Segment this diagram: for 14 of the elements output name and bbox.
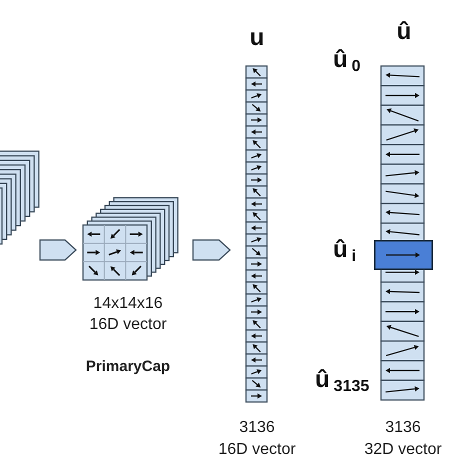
layer-name: PrimaryCap (84, 358, 172, 376)
dimension-text: 16D vector (88, 315, 168, 334)
dimension-text: 3136 (384, 418, 422, 438)
dimension-text: 14x14x16 (92, 294, 164, 314)
vector-symbol: û$_{i}$ (333, 238, 356, 265)
vector-symbol: û (396, 20, 412, 44)
vector-symbol: û$_{3135}$ (315, 368, 370, 395)
block-arrow (192, 239, 231, 261)
vector-symbol: û$_{0}$ (333, 48, 361, 75)
dimension-text: 32D vector (363, 440, 443, 460)
vector-symbol: u (250, 26, 264, 50)
block-arrow (39, 239, 77, 261)
dimension-text: 3136 (238, 418, 276, 438)
dimension-text: 16D vector (217, 440, 297, 460)
